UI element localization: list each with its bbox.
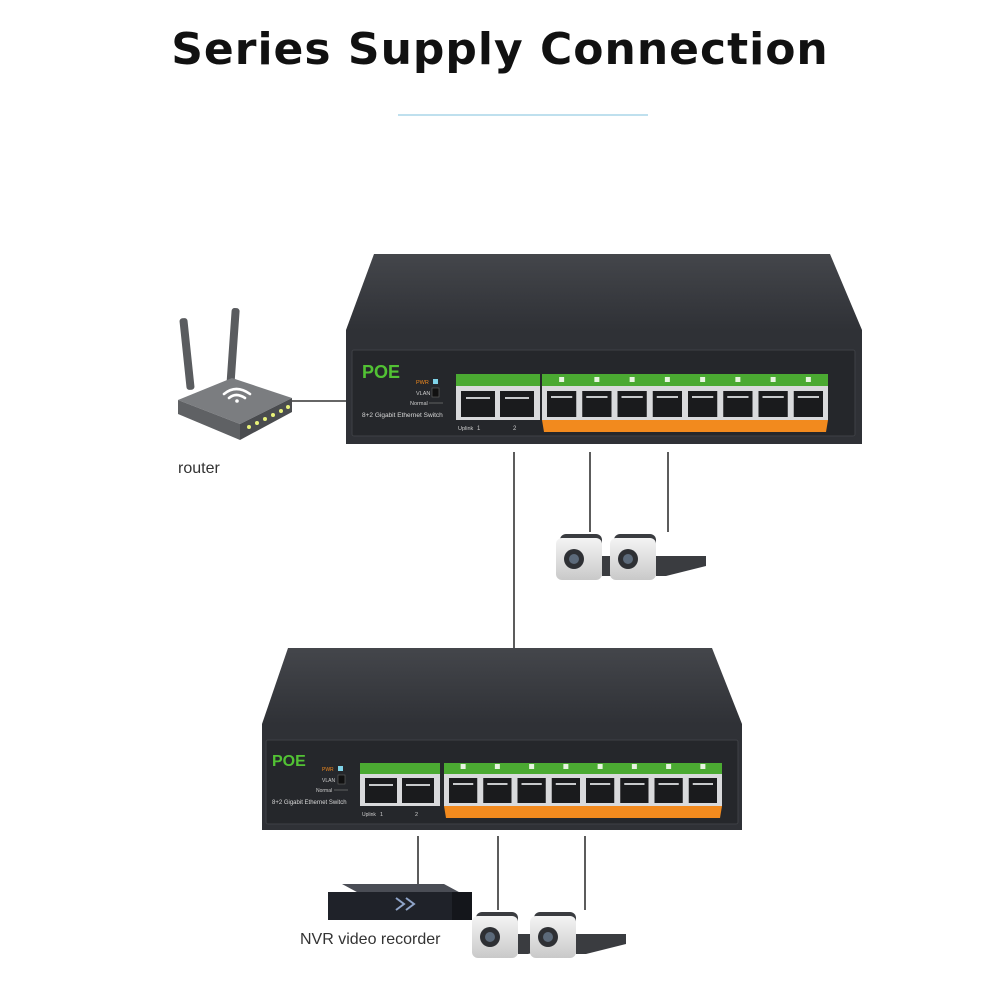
ip-camera-icon-4 [530,912,626,958]
switch2-vlan: VLAN [322,778,335,784]
switch2-poe-ports [449,764,717,803]
switch2-uplink-label: Uplink [362,812,376,818]
switch1-poe-led-5 [700,377,706,382]
switch2-poe-port-5 [586,778,615,803]
switch1-poe-led-3 [629,377,635,382]
switch2-poe-led-7 [666,764,672,769]
switch2-poe-led-5 [597,764,603,769]
router-label: router [178,460,220,477]
switch2-poe-led-2 [494,764,500,769]
switch2-poe-port-1 [449,778,478,803]
switch2-poe-port-3 [517,778,546,803]
switch1-poe-port-pins-1 [551,396,573,398]
cables [292,400,669,910]
poe-switch-1: POE 8+2 Gigabit Ethernet Switch PWR VLAN… [346,254,862,444]
switch1-poe-port-7 [758,391,788,417]
switch1-uplink-label: Uplink [458,426,474,432]
switch1-poe-port-pins-3 [621,396,643,398]
switch2-poe-port-8 [688,778,717,803]
switch1-poe-port-5 [688,391,718,417]
switch1-model: 8+2 Gigabit Ethernet Switch [362,412,443,419]
switch2-poe-port-pins-6 [624,783,645,785]
switch1-poe-led-2 [594,377,600,382]
switch1-poe-port-8 [793,391,823,417]
switch2-pwr: PWR [322,767,334,773]
title-divider [398,114,648,116]
switch2-uplink-port-1: 1 [380,812,383,818]
switch2-poe-port-7 [654,778,683,803]
router-icon [178,308,292,440]
switch1-poe-port-pins-4 [656,396,678,398]
switch1-uplink-port-1: 1 [477,426,481,432]
switch2-poe-port-pins-7 [658,783,679,785]
switch1-poe-port-pins-6 [727,396,749,398]
switch2-poe-port-pins-8 [692,783,713,785]
page-title: Series Supply Connection [171,24,829,75]
switch2-poe-port-6 [620,778,649,803]
switch2-normal: Normal [316,788,332,794]
switch2-poe-port-4 [551,778,580,803]
switch1-normal: Normal [410,401,428,407]
switch1-poe-led-8 [805,377,811,382]
switch1-poe-led-6 [735,377,741,382]
switch1-poe-port-6 [723,391,753,417]
switch1-brand: POE [362,362,400,382]
switch1-poe-led-4 [664,377,670,382]
switch2-uplink-port-2: 2 [415,812,418,818]
switch2-poe-led-1 [460,764,466,769]
switch1-poe-port-pins-8 [797,396,819,398]
switch2-poe-port-2 [483,778,512,803]
switch1-uplink-port-2: 2 [513,426,517,432]
switch2-poe-port-pins-2 [487,783,508,785]
switch1-poe-port-4 [652,391,682,417]
nvr-label: NVR video recorder [300,931,441,948]
switch1-poe-led-7 [770,377,776,382]
switch1-poe-port-3 [617,391,647,417]
switch2-poe-led-4 [563,764,569,769]
switch1-poe-led-1 [559,377,565,382]
switch1-poe-port-2 [582,391,612,417]
switch2-poe-port-pins-3 [521,783,542,785]
switch2-model: 8+2 Gigabit Ethernet Switch [272,800,347,806]
switch1-vlan: VLAN [416,391,430,397]
switch2-brand: POE [272,753,306,770]
switch1-poe-port-pins-2 [586,396,608,398]
switch1-poe-port-pins-5 [692,396,714,398]
switch1-poe-ports [547,377,823,417]
nvr-recorder-icon [328,884,472,920]
switch2-poe-port-pins-1 [453,783,474,785]
switch2-poe-led-3 [529,764,535,769]
switch2-poe-led-8 [700,764,706,769]
poe-switch-2: POE 8+2 Gigabit Ethernet Switch PWR VLAN… [262,648,742,830]
switch2-poe-port-pins-5 [590,783,611,785]
switch1-poe-port-pins-7 [762,396,784,398]
ip-camera-icon-2 [610,534,706,580]
switch1-pwr: PWR [416,380,429,386]
switch1-poe-port-1 [547,391,577,417]
switch2-poe-port-pins-4 [555,783,576,785]
switch2-poe-led-6 [631,764,637,769]
